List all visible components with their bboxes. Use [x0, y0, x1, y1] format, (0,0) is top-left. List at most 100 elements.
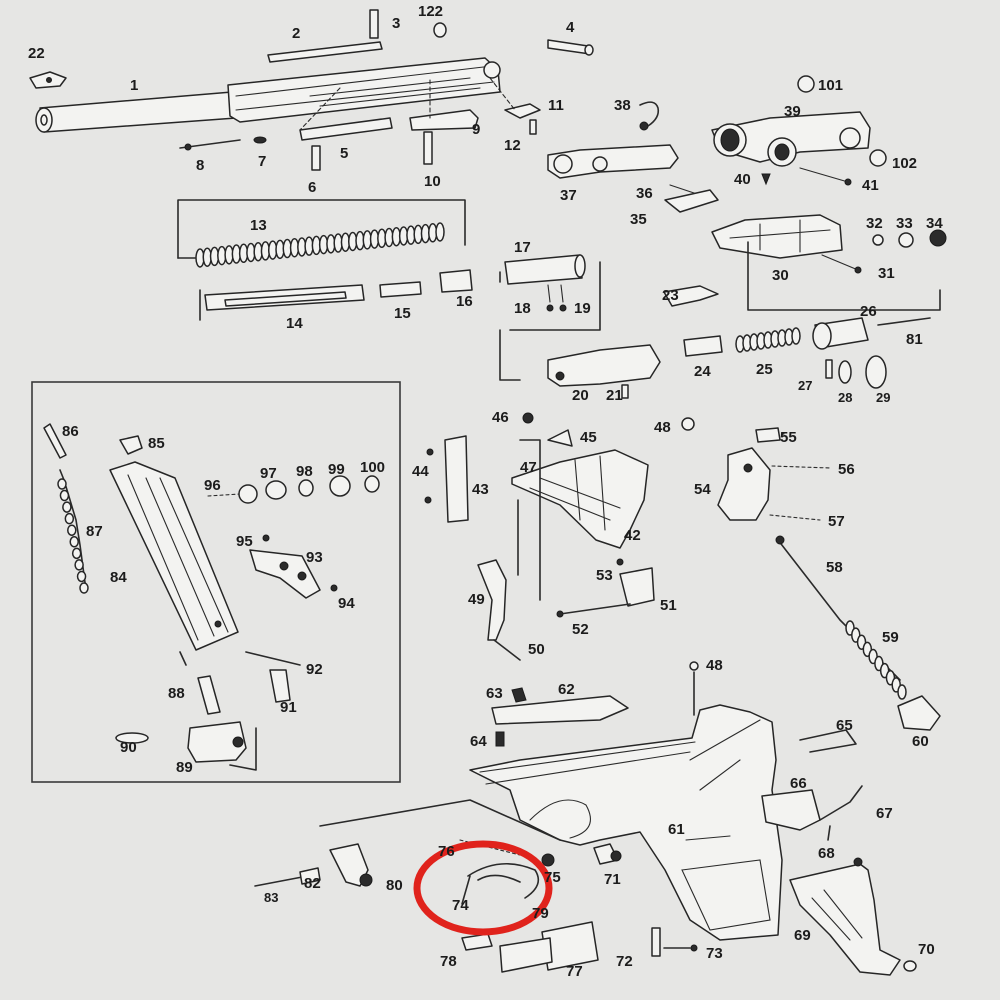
spring-coil [71, 547, 82, 560]
trigger-rod-assembly [499, 261, 931, 399]
part-label: 40 [734, 171, 751, 188]
part-label: 74 [452, 897, 469, 914]
part-label: 62 [558, 681, 575, 698]
part-label: 100 [360, 459, 385, 476]
part-label: 8 [196, 157, 204, 174]
part-label: 16 [456, 293, 473, 310]
part-label: 33 [896, 215, 913, 232]
part-label: 30 [772, 267, 789, 284]
part-label: 47 [520, 459, 537, 476]
part-label: 122 [418, 3, 443, 20]
part-label: 75 [544, 869, 561, 886]
part-label: 54 [694, 481, 711, 498]
part-label: 58 [826, 559, 843, 576]
spring-coil [79, 582, 89, 594]
part-label: 3 [392, 15, 400, 32]
part-label: 5 [340, 145, 348, 162]
part-label: 37 [560, 187, 577, 204]
part-label: 6 [308, 179, 316, 196]
part-label: 86 [62, 423, 79, 440]
part-label: 43 [472, 481, 489, 498]
part-label: 14 [286, 315, 303, 332]
spring-coil [64, 512, 75, 525]
part-label: 39 [784, 103, 801, 120]
part-label: 85 [148, 435, 165, 452]
part-label: 49 [468, 591, 485, 608]
part-label: 17 [514, 239, 531, 256]
part-label: 42 [624, 527, 641, 544]
part-label: 45 [580, 429, 597, 446]
part-label: 70 [918, 941, 935, 958]
spring-coil [62, 501, 72, 513]
part-labels: 1 2 3 4 5 6 7 8 9 10 11 12 13 14 15 16 1… [28, 3, 943, 980]
part-label: 29 [876, 390, 890, 405]
part-label: 93 [306, 549, 323, 566]
part-label: 11 [548, 97, 564, 114]
part-label: 19 [574, 300, 591, 317]
spring-coil [69, 536, 79, 548]
part-label: 56 [838, 461, 855, 478]
part-label: 82 [304, 875, 321, 892]
part-label: 26 [860, 303, 877, 320]
part-label: 97 [260, 465, 277, 482]
spring-coil [59, 489, 70, 502]
part-label: 87 [86, 523, 103, 540]
spring-coil [67, 524, 77, 536]
part-label: 12 [504, 137, 521, 154]
part-label: 31 [878, 265, 895, 282]
part-label: 84 [110, 569, 127, 586]
part-label: 22 [28, 45, 45, 62]
recoil-spring-group [177, 199, 586, 321]
part-label: 2 [292, 25, 300, 42]
part-label: 24 [694, 363, 711, 380]
part-label: 13 [250, 217, 267, 234]
spring-coil [57, 478, 67, 490]
part-label: 60 [912, 733, 929, 750]
part-label: 65 [836, 717, 853, 734]
part-label: 18 [514, 300, 531, 317]
part-label: 80 [386, 877, 403, 894]
part-label: 96 [204, 477, 221, 494]
part-label: 53 [596, 567, 613, 584]
part-label: 52 [572, 621, 589, 638]
part-label: 51 [660, 597, 677, 614]
part-label: 92 [306, 661, 323, 678]
part-label: 36 [636, 185, 653, 202]
part-label: 78 [440, 953, 457, 970]
spring-coil [76, 570, 87, 583]
part-label: 68 [818, 845, 835, 862]
trigger-assembly [254, 799, 599, 973]
part-label: 81 [906, 331, 923, 348]
part-label: 101 [818, 77, 843, 94]
part-label: 57 [828, 513, 845, 530]
part-label: 94 [338, 595, 355, 612]
part-label: 10 [424, 173, 441, 190]
part-label: 28 [838, 390, 852, 405]
part-label: 73 [706, 945, 723, 962]
part-label: 88 [168, 685, 185, 702]
part-label: 34 [926, 215, 943, 232]
part-label: 59 [882, 629, 899, 646]
part-label: 91 [280, 699, 297, 716]
frame-top-assembly [664, 184, 947, 311]
part-label: 35 [630, 211, 647, 228]
part-label: 89 [176, 759, 193, 776]
part-label: 23 [662, 287, 679, 304]
safety-assembly [717, 427, 941, 731]
part-label: 7 [258, 153, 266, 170]
part-label: 64 [470, 733, 487, 750]
part-label: 9 [472, 121, 480, 138]
part-label: 48 [654, 419, 671, 436]
part-label: 90 [120, 739, 137, 756]
part-label: 61 [668, 821, 685, 838]
spring-coil [897, 684, 907, 700]
part-label: 38 [614, 97, 631, 114]
part-label: 79 [532, 905, 549, 922]
part-label: 67 [876, 805, 893, 822]
part-label: 46 [492, 409, 509, 426]
part-label: 98 [296, 463, 313, 480]
part-label: 1 [130, 77, 138, 94]
part-label: 99 [328, 461, 345, 478]
part-label: 44 [412, 463, 429, 480]
